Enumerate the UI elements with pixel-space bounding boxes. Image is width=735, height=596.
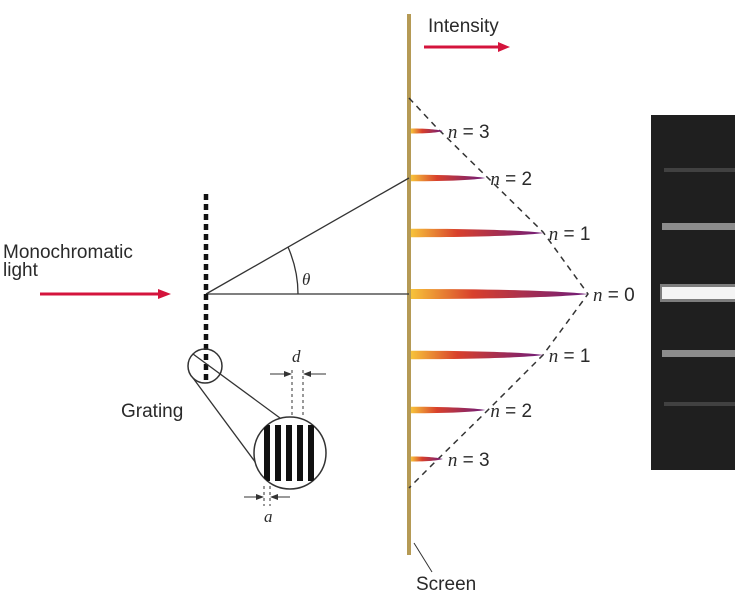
- light-arrow: [40, 289, 171, 299]
- intensity-peak-n2-upper: [411, 174, 486, 182]
- order-label-n3-upper: n = 3: [448, 122, 490, 143]
- diffracted-ray: [205, 177, 410, 295]
- theta-arc: [287, 246, 299, 295]
- order-label-n1-lower: n = 1: [549, 346, 591, 367]
- intensity-peak-n1-lower: [411, 350, 544, 360]
- order-label-n1-upper: n = 1: [549, 224, 591, 245]
- intensity-peaks: [411, 128, 588, 462]
- intensity-peak-n0-center: [411, 289, 588, 299]
- order-label-n2-lower: n = 2: [490, 401, 532, 422]
- order-label-n3-lower: n = 3: [448, 450, 490, 471]
- monochromatic-label-line1: Monochromatic: [3, 242, 133, 263]
- order-label-n2-upper: n = 2: [490, 169, 532, 190]
- intensity-peak-n1-upper: [411, 228, 544, 238]
- screen-leader-line: [413, 542, 433, 573]
- zoom-tangent-upper: [192, 353, 281, 419]
- grating-label: Grating: [121, 401, 183, 422]
- screen-label: Screen: [416, 574, 476, 595]
- theta-label: θ: [302, 270, 310, 289]
- intensity-peak-n2-lower: [411, 406, 486, 414]
- diffraction-photo: [651, 115, 735, 470]
- monochromatic-label-line2: light: [3, 260, 39, 281]
- order-labels: n = 3 n = 2 n = 1 n = 0 n = 1 n = 2 n = 3: [448, 122, 635, 471]
- a-label: a: [264, 507, 273, 526]
- intensity-label: Intensity: [428, 16, 499, 37]
- intensity-peak-n3-lower: [411, 456, 443, 462]
- magnified-grating: [253, 416, 327, 490]
- d-dimension: [270, 370, 326, 418]
- d-label: d: [292, 347, 301, 366]
- intensity-peak-n3-upper: [411, 128, 443, 134]
- order-label-n0-center: n = 0: [593, 285, 635, 306]
- grating-zoom-circle: [187, 348, 223, 384]
- intensity-arrow: [424, 42, 510, 52]
- a-dimension: [244, 486, 290, 506]
